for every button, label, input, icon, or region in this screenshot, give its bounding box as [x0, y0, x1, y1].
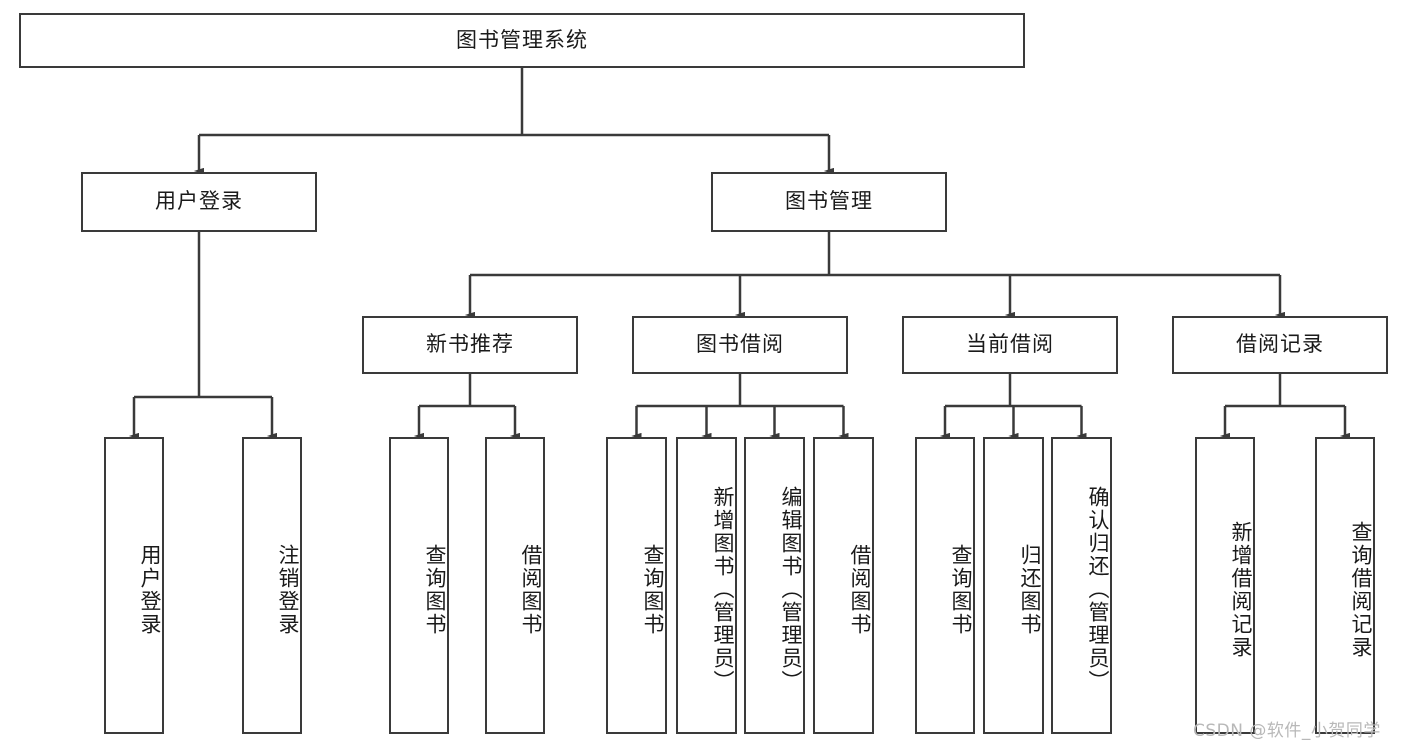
node-label: 用户登录 [155, 189, 243, 214]
node-leaf-cb-confirm[interactable]: 确认归还（管理员） [1051, 437, 1112, 734]
node-label: 图书管理 [785, 189, 873, 214]
node-leaf-user-login[interactable]: 用户登录 [104, 437, 164, 734]
node-label: 新增借阅记录 [1229, 520, 1253, 659]
node-leaf-bb-query[interactable]: 查询图书 [606, 437, 667, 734]
node-l3-borrow-record[interactable]: 借阅记录 [1172, 316, 1388, 374]
node-label: 确认归还（管理员） [1086, 486, 1110, 693]
csdn-watermark: CSDN @软件_小贺同学 [1193, 721, 1381, 741]
node-label: 新增图书（管理员） [711, 486, 735, 693]
node-label: 注销登录 [276, 543, 300, 636]
node-l2-user-login[interactable]: 用户登录 [81, 172, 317, 232]
node-label: 借阅图书 [519, 543, 543, 636]
node-leaf-br-add[interactable]: 新增借阅记录 [1195, 437, 1255, 734]
node-leaf-bb-borrow[interactable]: 借阅图书 [813, 437, 874, 734]
node-leaf-logout[interactable]: 注销登录 [242, 437, 302, 734]
node-l2-book-manage[interactable]: 图书管理 [711, 172, 947, 232]
node-label: 图书借阅 [696, 332, 784, 357]
node-label: 用户登录 [138, 543, 162, 636]
node-label: 查询图书 [423, 543, 447, 636]
node-label: 编辑图书（管理员） [779, 486, 803, 693]
node-leaf-br-query[interactable]: 查询借阅记录 [1315, 437, 1375, 734]
node-label: 借阅记录 [1236, 332, 1324, 357]
node-label: 查询借阅记录 [1349, 520, 1373, 659]
edge-paths [128, 68, 1351, 440]
node-l3-book-borrow[interactable]: 图书借阅 [632, 316, 848, 374]
node-label: 查询图书 [641, 543, 665, 636]
node-leaf-bb-edit[interactable]: 编辑图书（管理员） [744, 437, 805, 734]
node-l3-new-book-rec[interactable]: 新书推荐 [362, 316, 578, 374]
node-leaf-rec-query[interactable]: 查询图书 [389, 437, 449, 734]
node-leaf-cb-return[interactable]: 归还图书 [983, 437, 1044, 734]
node-leaf-bb-add[interactable]: 新增图书（管理员） [676, 437, 737, 734]
node-label: 图书管理系统 [456, 27, 588, 52]
node-label: 归还图书 [1018, 543, 1042, 636]
node-l3-current-borrow[interactable]: 当前借阅 [902, 316, 1118, 374]
node-leaf-rec-borrow[interactable]: 借阅图书 [485, 437, 545, 734]
node-label: 当前借阅 [966, 332, 1054, 357]
node-root[interactable]: 图书管理系统 [19, 13, 1025, 68]
node-label: 借阅图书 [848, 543, 872, 636]
node-label: 查询图书 [949, 543, 973, 636]
node-leaf-cb-query[interactable]: 查询图书 [915, 437, 975, 734]
node-label: 新书推荐 [426, 332, 514, 357]
